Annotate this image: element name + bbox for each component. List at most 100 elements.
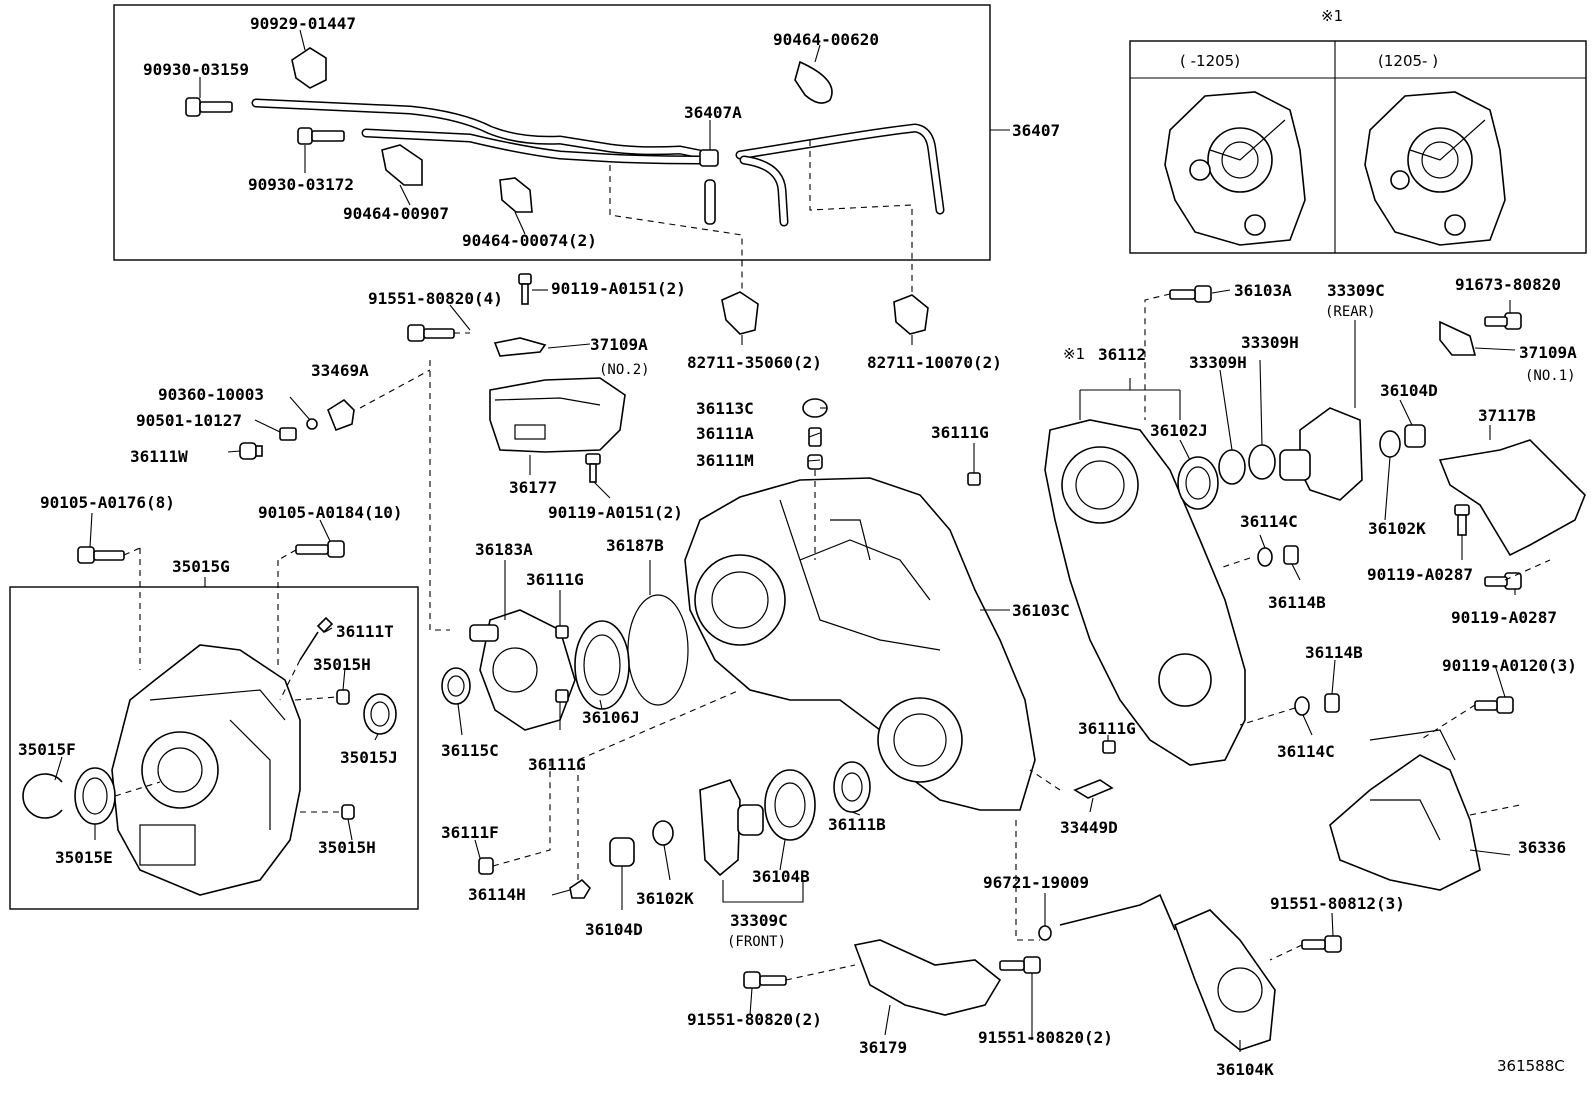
part-label: 36407 xyxy=(1012,121,1060,140)
part-label: 90464-00620 xyxy=(773,30,879,49)
part-label: 36111A xyxy=(696,424,754,443)
part-label: 35015F xyxy=(18,740,76,759)
part-label: 36113C xyxy=(696,399,754,418)
part-label-sub: (FRONT) xyxy=(727,934,786,950)
o-ring-large-icon xyxy=(627,594,689,706)
part-label: 33309C xyxy=(730,911,788,930)
part-label: 36336 xyxy=(1518,838,1566,857)
flange-bolt-icon xyxy=(277,540,345,561)
part-label: 90930-03159 xyxy=(143,60,249,79)
part-label: 36104B xyxy=(752,867,810,886)
part-label: 91551-80820(2) xyxy=(687,1010,822,1029)
oil-seal-icon xyxy=(441,667,471,705)
part-label: 36111M xyxy=(696,451,754,470)
o-ring-icon xyxy=(652,820,674,846)
washer-icon xyxy=(1294,696,1310,716)
part-label: 35015G xyxy=(172,557,230,576)
part-label: 36106J xyxy=(582,708,640,727)
flange-bolt-icon xyxy=(77,546,141,564)
plug-icon xyxy=(1324,693,1340,713)
part-label: 36102K xyxy=(1368,519,1426,538)
case-cover-variant-late xyxy=(1364,91,1506,246)
part-label: 35015J xyxy=(340,748,398,767)
transfer-case-housing xyxy=(684,477,1036,811)
bracket-icon xyxy=(1439,320,1477,356)
part-label: 91673-80820 xyxy=(1455,275,1561,294)
part-label: 82711-35060(2) xyxy=(687,353,822,372)
flange-bolt-icon xyxy=(999,956,1041,974)
flange-bolt-icon xyxy=(1484,572,1522,590)
part-label: 35015H xyxy=(318,838,376,857)
part-label: 33309H xyxy=(1241,333,1299,352)
transfer-bracket-icon xyxy=(1329,729,1481,891)
flange-bolt-icon xyxy=(1484,312,1522,330)
spring-icon xyxy=(279,427,297,441)
part-label: 33469A xyxy=(311,361,369,380)
leader-lines xyxy=(54,29,1516,1052)
part-label: 96721-19009 xyxy=(983,873,1089,892)
speedometer-sleeve-icon xyxy=(327,398,355,432)
part-label: 36114B xyxy=(1268,593,1326,612)
bolt-small-icon xyxy=(518,273,532,305)
flange-bolt-icon xyxy=(1301,935,1342,953)
flange-bolt-icon xyxy=(407,324,470,342)
part-label-note: ※1 xyxy=(1063,345,1085,363)
o-ring-small-icon xyxy=(1038,925,1052,941)
front-case-housing xyxy=(111,644,301,896)
breather-hose-upper xyxy=(251,98,710,160)
part-label: 90119-A0151(2) xyxy=(548,503,683,522)
part-label-sub: (NO.2) xyxy=(599,362,650,378)
part-label: 36111G xyxy=(1078,719,1136,738)
hose-assembly-box xyxy=(113,4,991,261)
part-label: 37117B xyxy=(1478,406,1536,425)
part-label: 36111G xyxy=(931,423,989,442)
dowel-pin-icon xyxy=(555,689,569,703)
part-label: 91551-80812(3) xyxy=(1270,894,1405,913)
part-label: 90105-A0184(10) xyxy=(258,503,403,522)
oil-seal-icon xyxy=(1177,456,1219,510)
oil-seal-icon xyxy=(764,769,816,841)
part-label: 35015H xyxy=(313,655,371,674)
hose-clip-icon xyxy=(291,47,327,89)
oil-seal-icon xyxy=(363,693,397,735)
dowel-pin-icon xyxy=(341,804,355,820)
union-bolt-icon xyxy=(297,127,345,145)
hose-clip-icon xyxy=(721,291,759,335)
part-label: 36111B xyxy=(828,815,886,834)
hose-clip-icon xyxy=(499,177,533,213)
part-label: 33309H xyxy=(1189,353,1247,372)
gear-ring-icon xyxy=(574,620,630,710)
variant-label-early: ( -1205) xyxy=(1180,52,1240,70)
part-label: 35015E xyxy=(55,848,113,867)
dowel-pin-icon xyxy=(555,625,569,639)
part-label: 90119-A0151(2) xyxy=(551,279,686,298)
case-cover-variant-early xyxy=(1164,91,1306,246)
plug-icon xyxy=(239,442,263,460)
gasket-icon xyxy=(1073,779,1114,799)
part-label: 36103A xyxy=(1234,281,1292,300)
hose-band-clip-icon xyxy=(794,60,833,104)
part-label: 36104K xyxy=(1216,1060,1274,1079)
part-label: 90464-00074(2) xyxy=(462,231,597,250)
plug-icon xyxy=(1404,424,1426,448)
part-label: 36183A xyxy=(475,540,533,559)
oil-pump-icon xyxy=(469,609,576,731)
part-label: 90119-A0287 xyxy=(1367,565,1473,584)
plug-icon xyxy=(569,878,592,899)
protector-icon xyxy=(1438,439,1586,557)
plug-icon xyxy=(807,454,823,470)
part-label: 36112 xyxy=(1098,345,1146,364)
plug-icon xyxy=(1283,545,1299,565)
part-label: 37109A xyxy=(1519,343,1577,362)
o-ring-icon xyxy=(1379,430,1401,458)
part-label: 90119-A0287 xyxy=(1451,608,1557,627)
part-label: 91551-80820(2) xyxy=(978,1028,1113,1047)
part-label: 37109A xyxy=(590,335,648,354)
variant-inset-box xyxy=(1129,40,1587,254)
part-label: 36102J xyxy=(1150,421,1208,440)
under-cover-icon xyxy=(853,939,1002,1016)
part-label: 36407A xyxy=(684,103,742,122)
part-label: 90360-10003 xyxy=(158,385,264,404)
oil-strainer-tube-icon xyxy=(1059,893,1176,931)
